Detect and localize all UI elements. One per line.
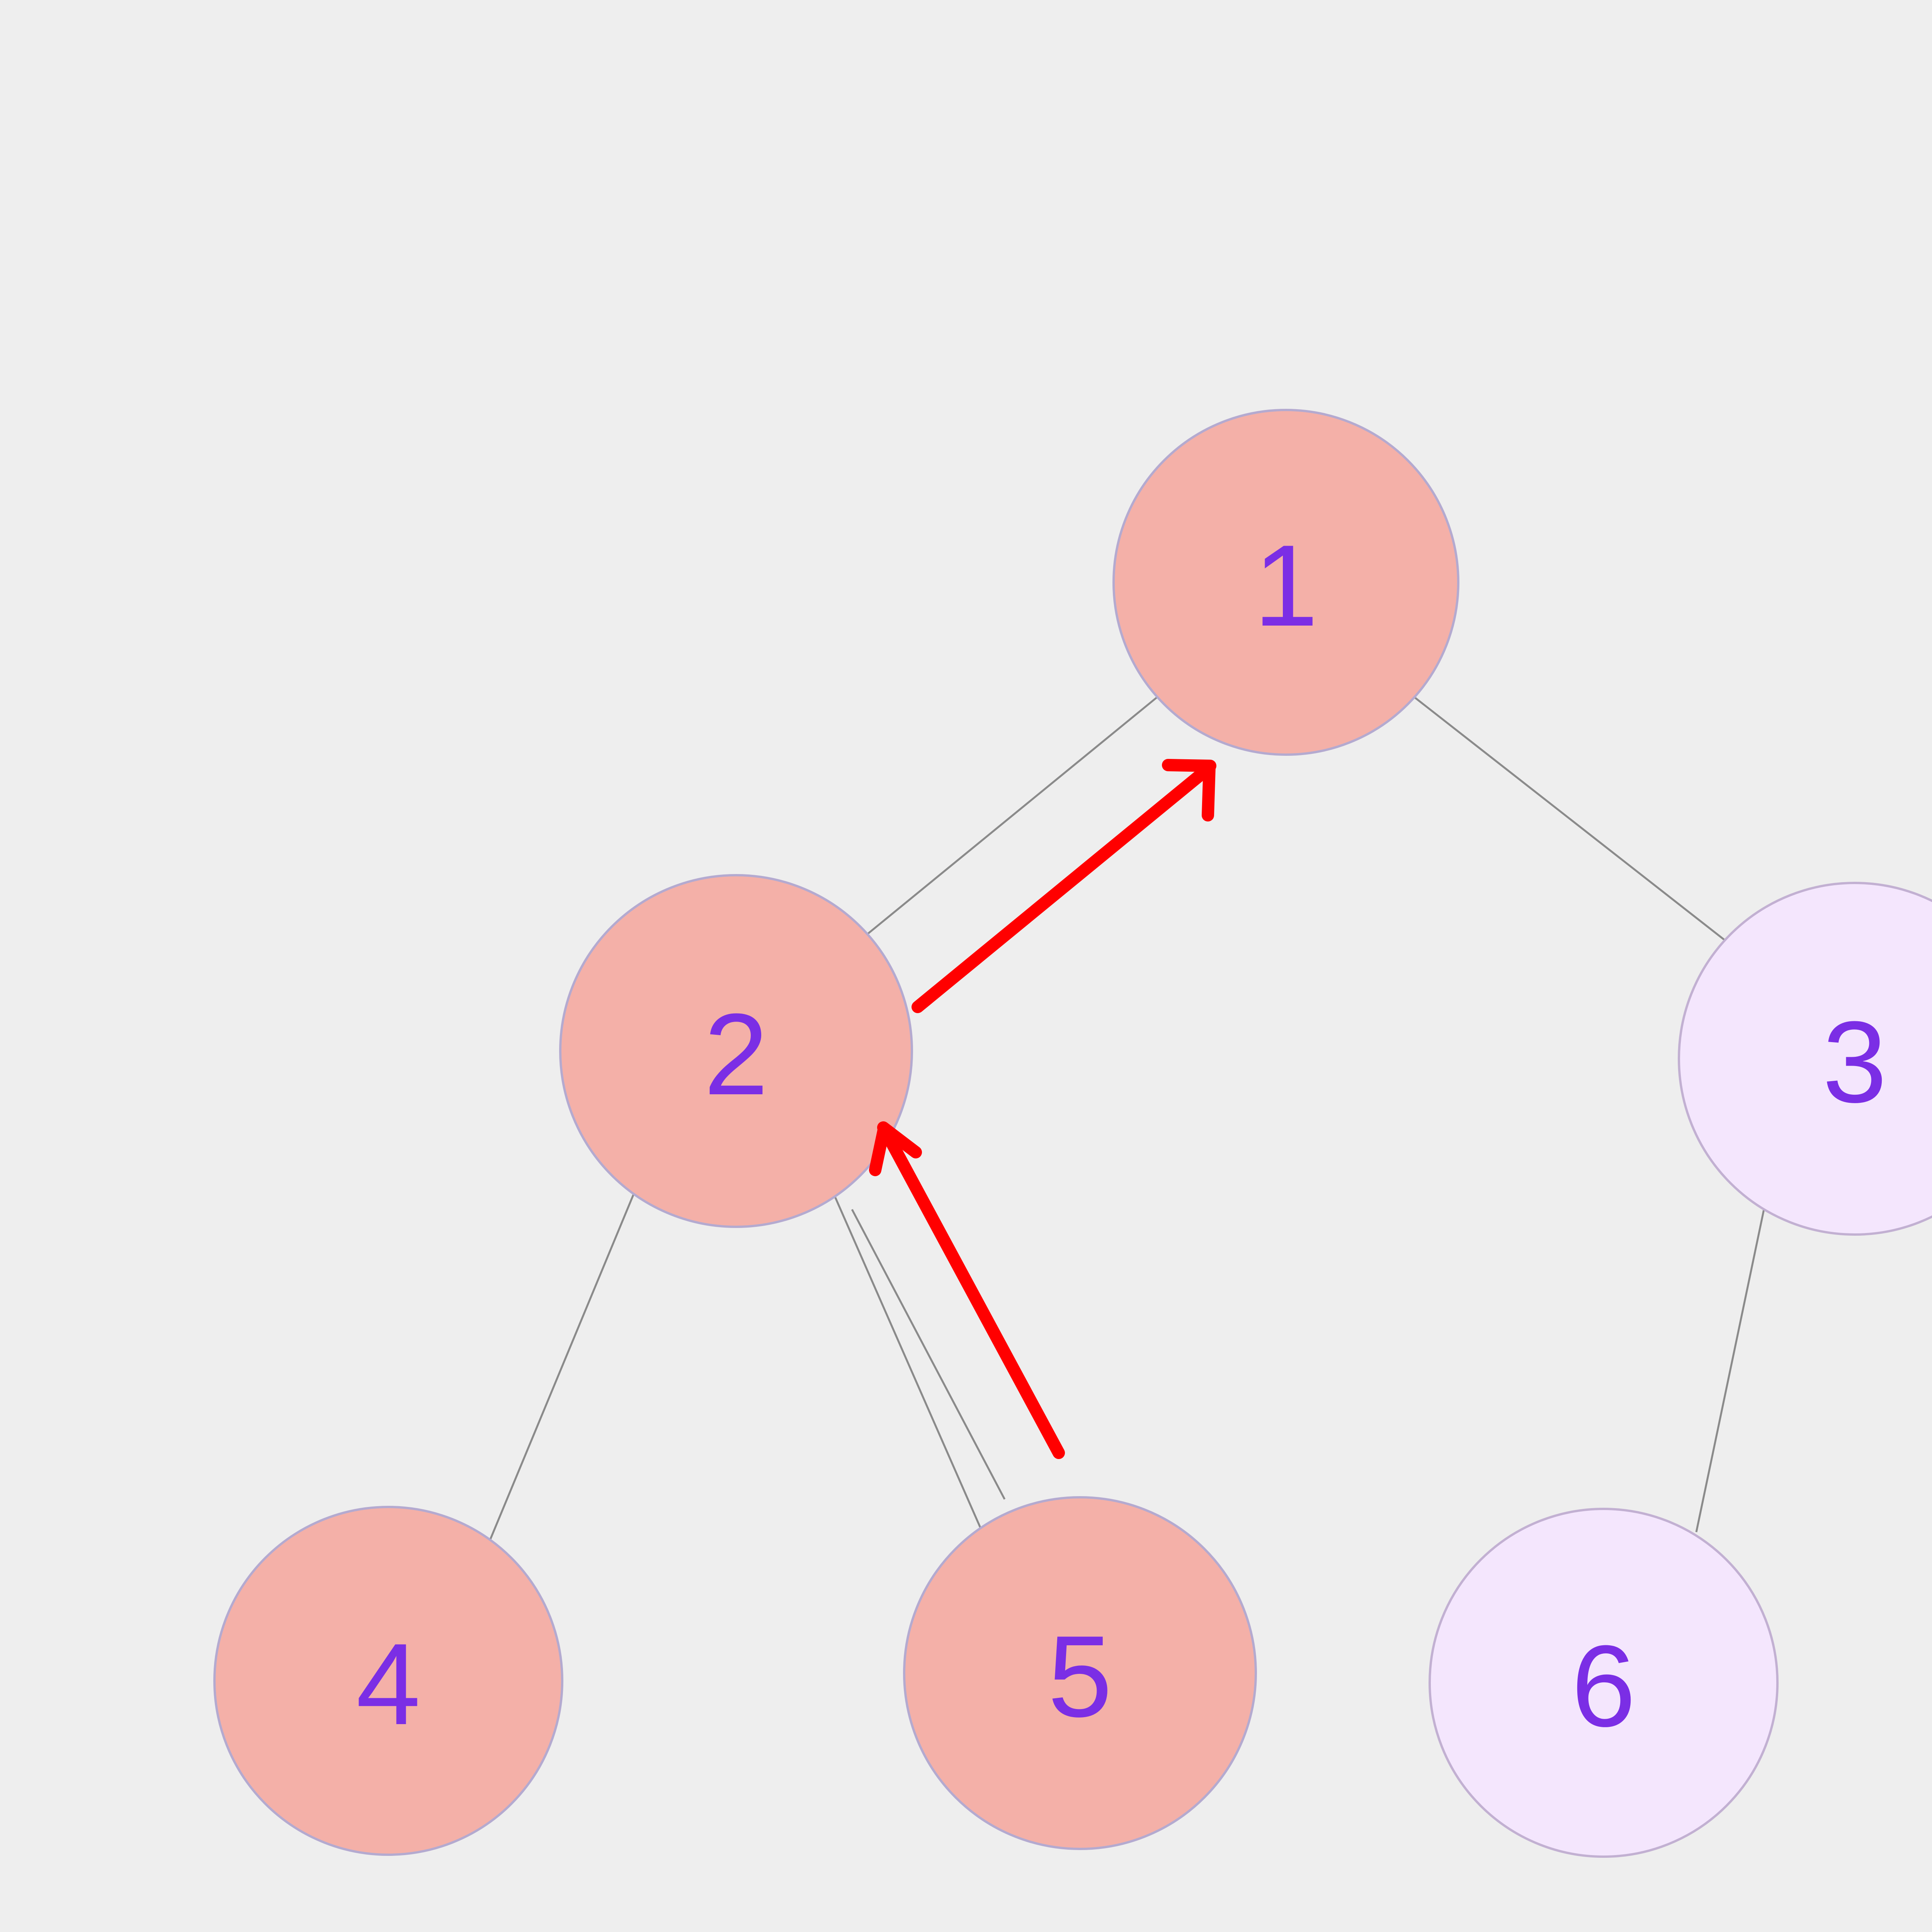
annotations-layer bbox=[869, 759, 1216, 1459]
tree-edge bbox=[851, 1209, 1006, 1500]
node-circle-1[interactable] bbox=[1112, 409, 1459, 756]
node-circle-5[interactable] bbox=[903, 1496, 1257, 1850]
tree-node-2[interactable]: 2 bbox=[559, 874, 913, 1228]
node-label-1: 1 bbox=[1254, 520, 1318, 650]
node-label-2: 2 bbox=[704, 989, 769, 1119]
arrow-5-to-2 bbox=[869, 1121, 1065, 1459]
tree-edge bbox=[864, 696, 1158, 937]
node-circle-4[interactable] bbox=[213, 1506, 563, 1856]
arrow-2-to-1-head-2 bbox=[1202, 760, 1216, 821]
arrow-2-to-1-shaft bbox=[912, 762, 1215, 1013]
tree-node-5[interactable]: 5 bbox=[903, 1496, 1257, 1850]
arrow-5-to-2-shaft bbox=[879, 1124, 1065, 1459]
node-circle-3[interactable] bbox=[1678, 882, 1932, 1236]
tree-node-6[interactable]: 6 bbox=[1429, 1508, 1779, 1858]
tree-edge bbox=[489, 1194, 635, 1541]
arrow-2-to-1 bbox=[912, 759, 1216, 1013]
arrow-2-to-1-head-1 bbox=[1162, 759, 1216, 772]
node-circle-6[interactable] bbox=[1429, 1508, 1779, 1858]
tree-node-4[interactable]: 4 bbox=[213, 1506, 563, 1856]
arrow-5-to-2-head-2 bbox=[869, 1122, 890, 1176]
tree-node-3[interactable]: 3 bbox=[1678, 882, 1932, 1236]
node-label-3: 3 bbox=[1823, 997, 1887, 1127]
tree-nodes-layer: 1234567 bbox=[213, 409, 1932, 1858]
tree-node-1[interactable]: 1 bbox=[1112, 409, 1459, 756]
node-circle-2[interactable] bbox=[559, 874, 913, 1228]
node-label-5: 5 bbox=[1048, 1611, 1112, 1741]
node-label-6: 6 bbox=[1571, 1621, 1636, 1751]
tree-edge bbox=[1695, 1209, 1765, 1532]
tree-edge bbox=[1413, 696, 1728, 943]
node-label-4: 4 bbox=[356, 1619, 421, 1749]
tree-edge bbox=[833, 1195, 983, 1531]
tree-edges-layer bbox=[489, 696, 1765, 1541]
